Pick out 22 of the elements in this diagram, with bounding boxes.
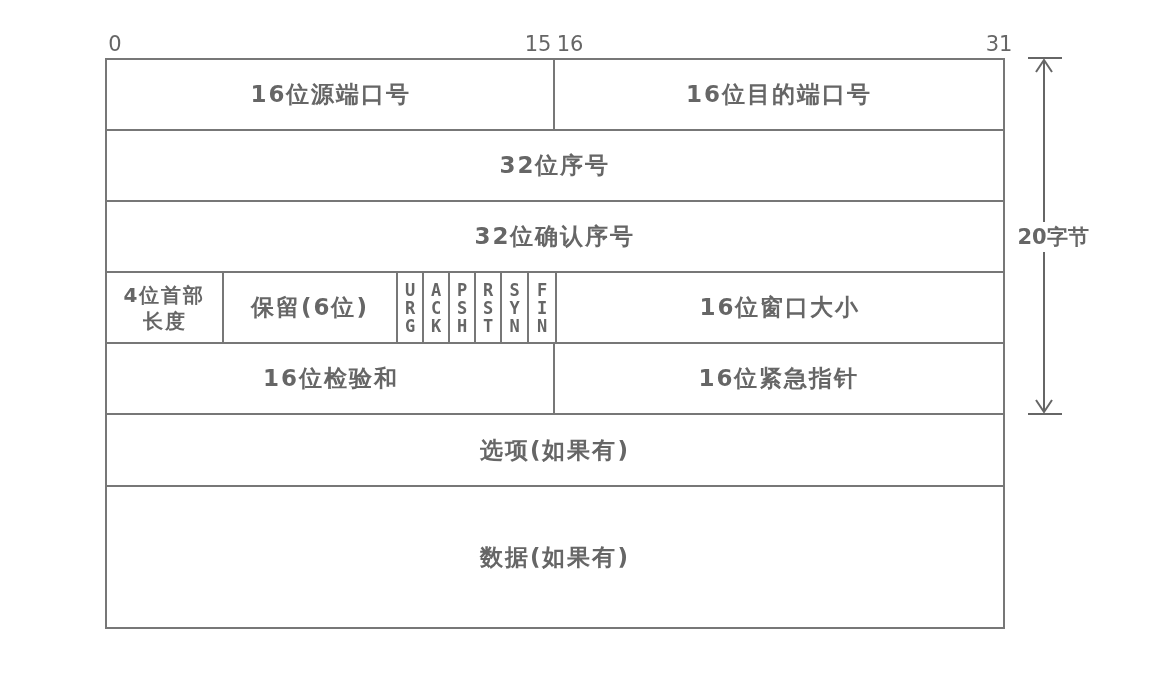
flag-name: SYN	[509, 280, 520, 335]
field-name: 16位紧急指针	[698, 364, 860, 393]
dimension-label: 20字节	[1017, 225, 1089, 249]
field-name: 保留(6位)	[251, 293, 369, 322]
bit-number: 0	[108, 32, 122, 56]
flag-name: PSH	[456, 280, 468, 335]
flag-name: FIN	[536, 280, 548, 335]
field-name: 数据(如果有)	[480, 542, 630, 572]
field-name: 16位窗口大小	[699, 293, 861, 322]
flag-name: URG	[404, 280, 416, 335]
flag-name: ACK	[430, 280, 442, 335]
field-name: 16位目的端口号	[686, 80, 872, 109]
field-name: 4位首部长度	[122, 281, 207, 334]
bit-number: 16	[556, 32, 584, 56]
field-name: 32位序号	[499, 151, 611, 180]
field-name: 32位确认序号	[474, 222, 636, 251]
bit-number: 31	[985, 32, 1013, 56]
field-name: 16位源端口号	[250, 80, 412, 109]
field-name: 16位检验和	[263, 364, 399, 393]
field-name: 选项(如果有)	[480, 435, 630, 465]
flag-name: RST	[482, 280, 494, 335]
bit-number: 15	[524, 32, 552, 56]
